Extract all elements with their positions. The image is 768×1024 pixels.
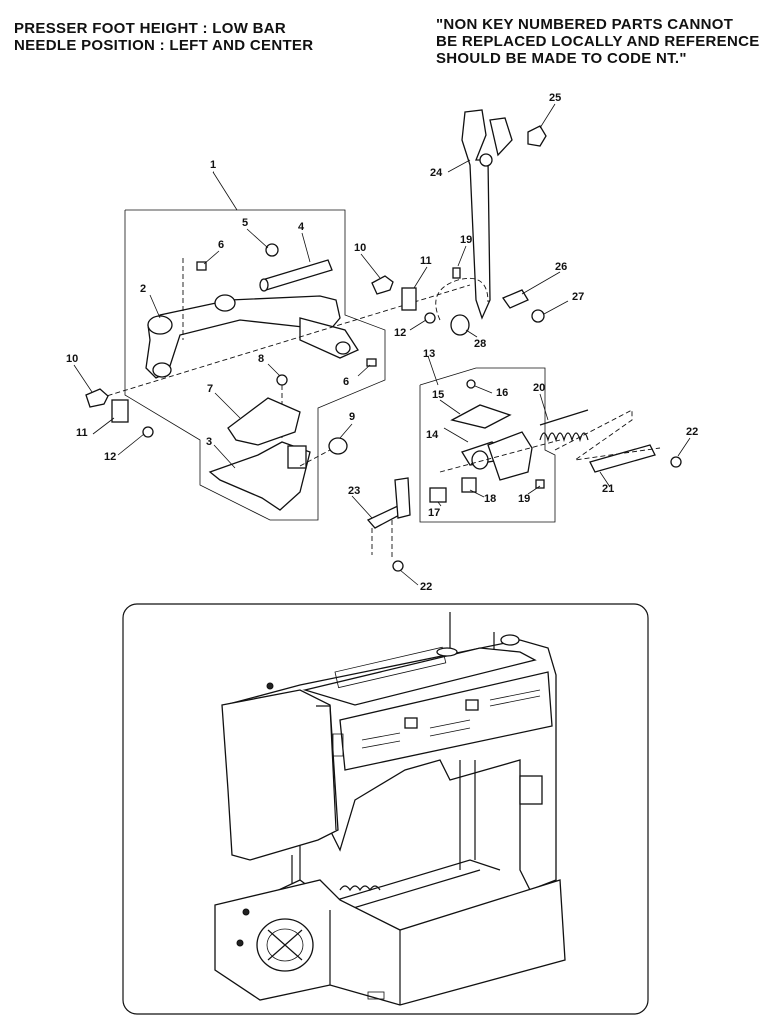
part-10-cap-right bbox=[371, 275, 394, 295]
callout-labels: 1 2 3 4 5 6 6 7 8 9 10 10 11 11 12 12 13… bbox=[66, 92, 698, 593]
stitch-dial-icon bbox=[465, 699, 479, 711]
presser-bar-frame bbox=[99, 258, 471, 399]
callout-13: 13 bbox=[423, 348, 435, 360]
callout-24: 24 bbox=[430, 167, 443, 179]
part-11-plate-left bbox=[111, 399, 129, 423]
part-27-ring bbox=[531, 309, 545, 323]
leader-lines bbox=[73, 103, 691, 586]
callout-1: 1 bbox=[210, 159, 216, 171]
part-4-rod bbox=[259, 259, 333, 292]
callout-21: 21 bbox=[602, 483, 614, 495]
callout-19a: 19 bbox=[460, 234, 472, 246]
bobbin-winder bbox=[500, 634, 520, 646]
note-line-2: BE REPLACED LOCALLY AND REFERENCE bbox=[436, 33, 760, 50]
callout-19b: 19 bbox=[518, 493, 530, 505]
callout-2: 2 bbox=[140, 283, 146, 295]
part-19-screw-top bbox=[452, 267, 461, 279]
callout-4: 4 bbox=[298, 221, 305, 233]
presser-foot-height-text: PRESSER FOOT HEIGHT : LOW BAR bbox=[14, 20, 287, 37]
needle-bar-parts bbox=[429, 379, 561, 503]
part-6-screw-top bbox=[196, 261, 207, 271]
callout-18: 18 bbox=[484, 493, 496, 505]
note-line-3: SHOULD BE MADE TO CODE NT." bbox=[436, 50, 687, 67]
callout-22b: 22 bbox=[686, 426, 698, 438]
side-label bbox=[519, 775, 543, 805]
part-25-nut bbox=[527, 125, 547, 147]
callout-10a: 10 bbox=[354, 242, 366, 254]
callout-14: 14 bbox=[426, 429, 439, 441]
presser-foot-group bbox=[208, 374, 348, 511]
callout-25: 25 bbox=[549, 92, 561, 104]
callout-16: 16 bbox=[496, 387, 508, 399]
part-22-screw-right bbox=[670, 456, 682, 468]
header-note-left: PRESSER FOOT HEIGHT : LOW BAR NEEDLE POS… bbox=[14, 20, 313, 54]
callout-20: 20 bbox=[533, 382, 545, 394]
callout-12a: 12 bbox=[394, 327, 406, 339]
callout-5: 5 bbox=[242, 217, 248, 229]
callout-23: 23 bbox=[348, 485, 360, 497]
note-line-1: "NON KEY NUMBERED PARTS CANNOT bbox=[436, 16, 734, 33]
callout-6a: 6 bbox=[218, 239, 224, 251]
callout-28: 28 bbox=[474, 338, 486, 350]
callout-12b: 12 bbox=[104, 451, 116, 463]
callout-26: 26 bbox=[555, 261, 567, 273]
part-11-plate-right bbox=[401, 287, 417, 311]
callout-3: 3 bbox=[206, 436, 212, 448]
callout-9: 9 bbox=[349, 411, 355, 423]
part-10-cap-left bbox=[85, 388, 109, 408]
part-20-spring bbox=[539, 409, 589, 443]
callout-22a: 22 bbox=[420, 581, 432, 593]
part-12-screw-right bbox=[424, 312, 436, 324]
callout-15: 15 bbox=[432, 389, 444, 401]
assembly-13-outline bbox=[419, 355, 556, 523]
spool-pin bbox=[436, 647, 458, 657]
part-26-shaft bbox=[502, 289, 529, 309]
part-24-lever bbox=[461, 109, 513, 320]
callout-6b: 6 bbox=[343, 376, 349, 388]
part-6-screw-bottom bbox=[366, 358, 377, 367]
callout-27: 27 bbox=[572, 291, 584, 303]
header-note-right: "NON KEY NUMBERED PARTS CANNOT BE REPLAC… bbox=[436, 16, 760, 67]
part-5-ring bbox=[265, 243, 279, 257]
part-12-screw-left bbox=[142, 426, 154, 438]
callout-7: 7 bbox=[207, 383, 213, 395]
assembly-1-outline bbox=[124, 171, 386, 521]
needle-position-text: NEEDLE POSITION : LEFT AND CENTER bbox=[14, 37, 314, 54]
callout-10b: 10 bbox=[66, 353, 78, 365]
sewing-machine-illustration bbox=[214, 612, 566, 1006]
pattern-dial-icon bbox=[404, 717, 418, 729]
callout-17: 17 bbox=[428, 507, 440, 519]
dashed-assembly-path bbox=[435, 277, 489, 321]
callout-11a: 11 bbox=[420, 255, 432, 267]
part-23-bracket bbox=[366, 477, 411, 572]
callout-11b: 11 bbox=[76, 427, 88, 439]
callout-8: 8 bbox=[258, 353, 264, 365]
part-28-bush bbox=[450, 314, 470, 336]
machine-overview-frame bbox=[122, 603, 649, 1015]
part-21-rod bbox=[554, 409, 661, 473]
